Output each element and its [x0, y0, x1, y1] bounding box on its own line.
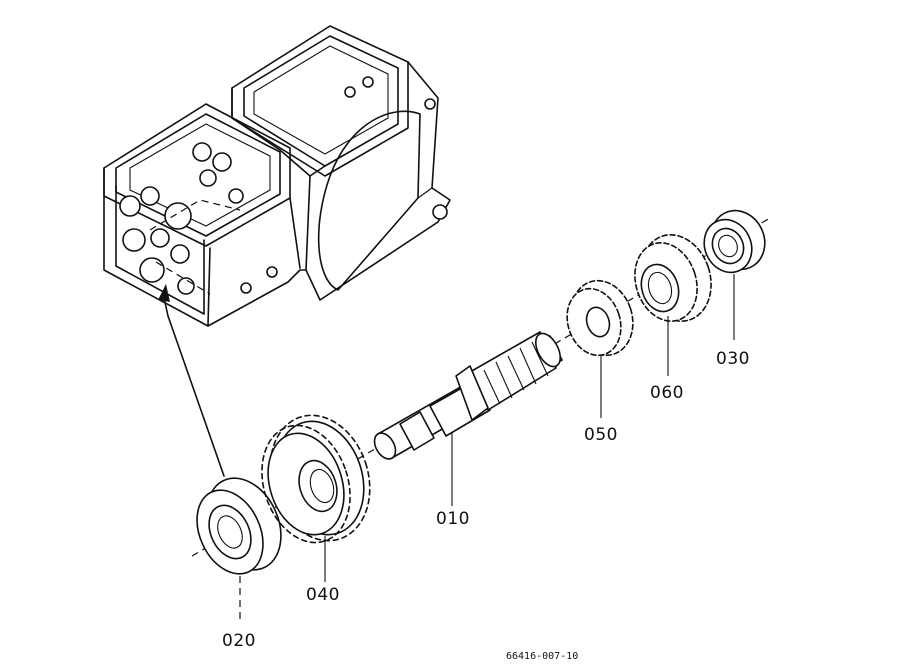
transmission-case [103, 25, 451, 327]
callout-040: 040 [306, 585, 340, 605]
drawing-code: 66416-007-10 [506, 651, 578, 662]
callout-010: 010 [436, 509, 470, 529]
gear-060 [634, 234, 712, 376]
callout-020: 020 [222, 631, 256, 651]
bearing-020 [196, 477, 282, 622]
callout-030: 030 [716, 349, 750, 369]
gear-050 [566, 279, 634, 418]
bearing-030 [703, 209, 766, 340]
callout-050: 050 [584, 425, 618, 445]
callout-060: 060 [650, 383, 684, 403]
assembly-arrow [158, 284, 225, 477]
gear-040 [261, 414, 371, 582]
shaft-010 [373, 331, 563, 506]
